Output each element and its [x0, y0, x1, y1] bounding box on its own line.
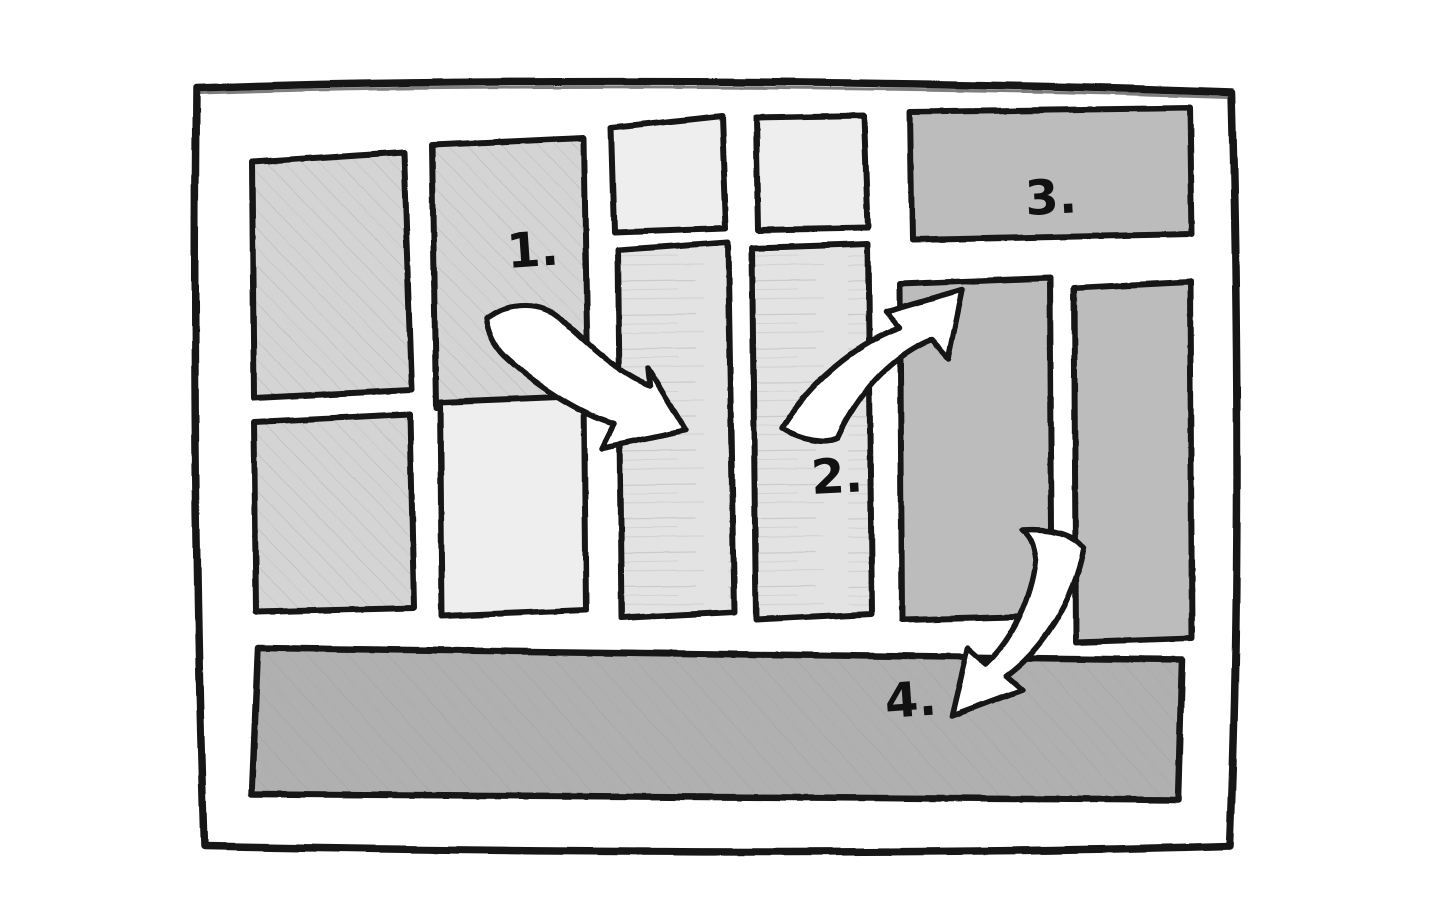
- arrow-step-1: [483, 302, 689, 451]
- annotation-step-3: 3.: [1024, 168, 1079, 227]
- arrow-step-2: [779, 287, 965, 444]
- sidebar-card-top-left[interactable]: [249, 149, 415, 401]
- thumbnail-card-2[interactable]: [753, 113, 871, 233]
- annotation-step-2: 2.: [810, 447, 865, 506]
- browser-window-outline: [191, 77, 1241, 856]
- annotation-step-4: 4.: [883, 671, 938, 730]
- sidebar-card-bottom-left[interactable]: [251, 411, 417, 615]
- thumbnail-card-1[interactable]: [608, 113, 729, 235]
- footer-bar[interactable]: [248, 644, 1186, 804]
- right-panel-column-2[interactable]: [1071, 279, 1195, 645]
- annotation-step-1: 1.: [505, 221, 560, 280]
- sidebar-card-bottom-second[interactable]: [437, 393, 589, 619]
- banner-card-top-right[interactable]: [907, 105, 1195, 243]
- annotation-layer: 1. 2. 3. 4.: [505, 168, 1078, 730]
- arrow-step-4: [949, 526, 1087, 719]
